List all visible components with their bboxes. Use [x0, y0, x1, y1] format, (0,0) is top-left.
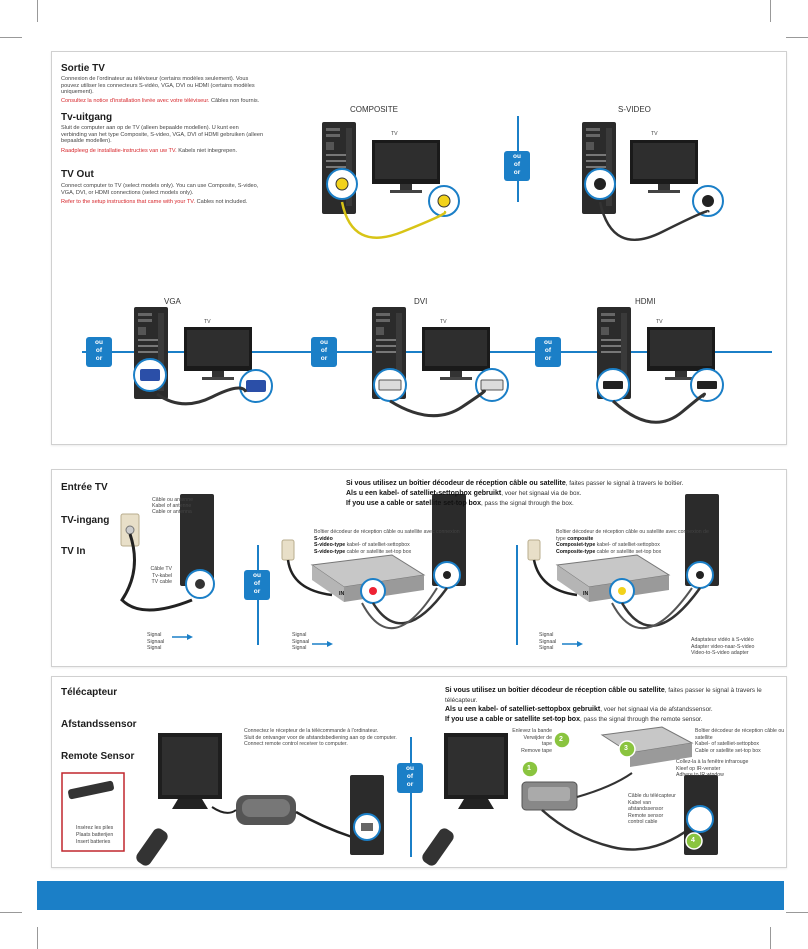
note-en: Refer to the setup instructions that cam…	[61, 199, 248, 205]
crop-mark	[786, 37, 808, 38]
crop-mark	[770, 927, 771, 949]
label-vga: VGA	[164, 297, 181, 306]
crop-mark	[37, 927, 38, 949]
stb-label: Boîtier décodeur de réception câble ou s…	[695, 728, 785, 754]
in-label: IN	[583, 591, 589, 597]
text-fr: Connexion de l'ordinateur au téléviseur …	[61, 76, 255, 96]
label-tv: TV	[440, 319, 447, 325]
in-label: IN	[339, 591, 345, 597]
stb-instructions: Si vous utilisez un boîtier décodeur de …	[346, 480, 684, 507]
label-dvi: DVI	[414, 297, 428, 306]
step-1: 1	[527, 765, 531, 772]
box-svideo-label: Boîtier décodeur de réception câble ou s…	[314, 529, 460, 555]
crop-mark	[0, 912, 22, 913]
label-tv: TV	[204, 319, 211, 325]
remote-sensor-illustrations	[61, 726, 718, 866]
text-en: Connect computer to TV (select models on…	[61, 183, 259, 196]
footer-band	[37, 881, 784, 910]
heading-en: TV Out	[61, 169, 94, 180]
crop-mark	[37, 0, 38, 22]
label-svideo: S-VIDEO	[618, 105, 651, 114]
heading-nl: Afstandssensor	[61, 719, 137, 730]
connect-label: Connectez le récepteur de la télécommand…	[244, 728, 397, 747]
step-4: 4	[691, 837, 695, 844]
heading-fr: Entrée TV	[61, 482, 108, 493]
box-composite-label: Boîtier décodeur de réception câble ou s…	[556, 529, 709, 555]
tv-in-panel: Entrée TV TV-ingang TV In Si vous utilis…	[51, 469, 787, 667]
heading-fr: Télécapteur	[61, 687, 118, 698]
crop-mark	[786, 912, 808, 913]
note-fr: Consultez la notice d'installation livré…	[61, 98, 260, 104]
step-3: 3	[624, 745, 628, 752]
label-tv: TV	[391, 131, 398, 137]
tv-out-illustrations	[82, 116, 772, 424]
stb-instructions: Si vous utilisez un boîtier décodeur de …	[445, 687, 762, 723]
heading-nl: Tv-uitgang	[61, 112, 113, 123]
note-nl: Raadpleeg de installatie-instructies van…	[61, 148, 238, 154]
heading-en: Remote Sensor	[61, 751, 135, 762]
crop-mark	[0, 37, 22, 38]
tv-in-illustrations	[120, 494, 719, 647]
heading-en: TV In	[61, 546, 86, 557]
step-2: 2	[559, 736, 563, 743]
crop-mark	[770, 0, 771, 22]
tv-out-panel: Sortie TV Connexion de l'ordinateur au t…	[51, 51, 787, 445]
label-tv: TV	[656, 319, 663, 325]
label-composite: COMPOSITE	[350, 105, 399, 114]
text-nl: Sluit de computer aan op de TV (alleen b…	[61, 125, 264, 145]
heading-nl: TV-ingang	[61, 515, 110, 526]
label-hdmi: HDMI	[635, 297, 656, 306]
label-tv: TV	[651, 131, 658, 137]
heading-fr: Sortie TV	[61, 63, 105, 74]
